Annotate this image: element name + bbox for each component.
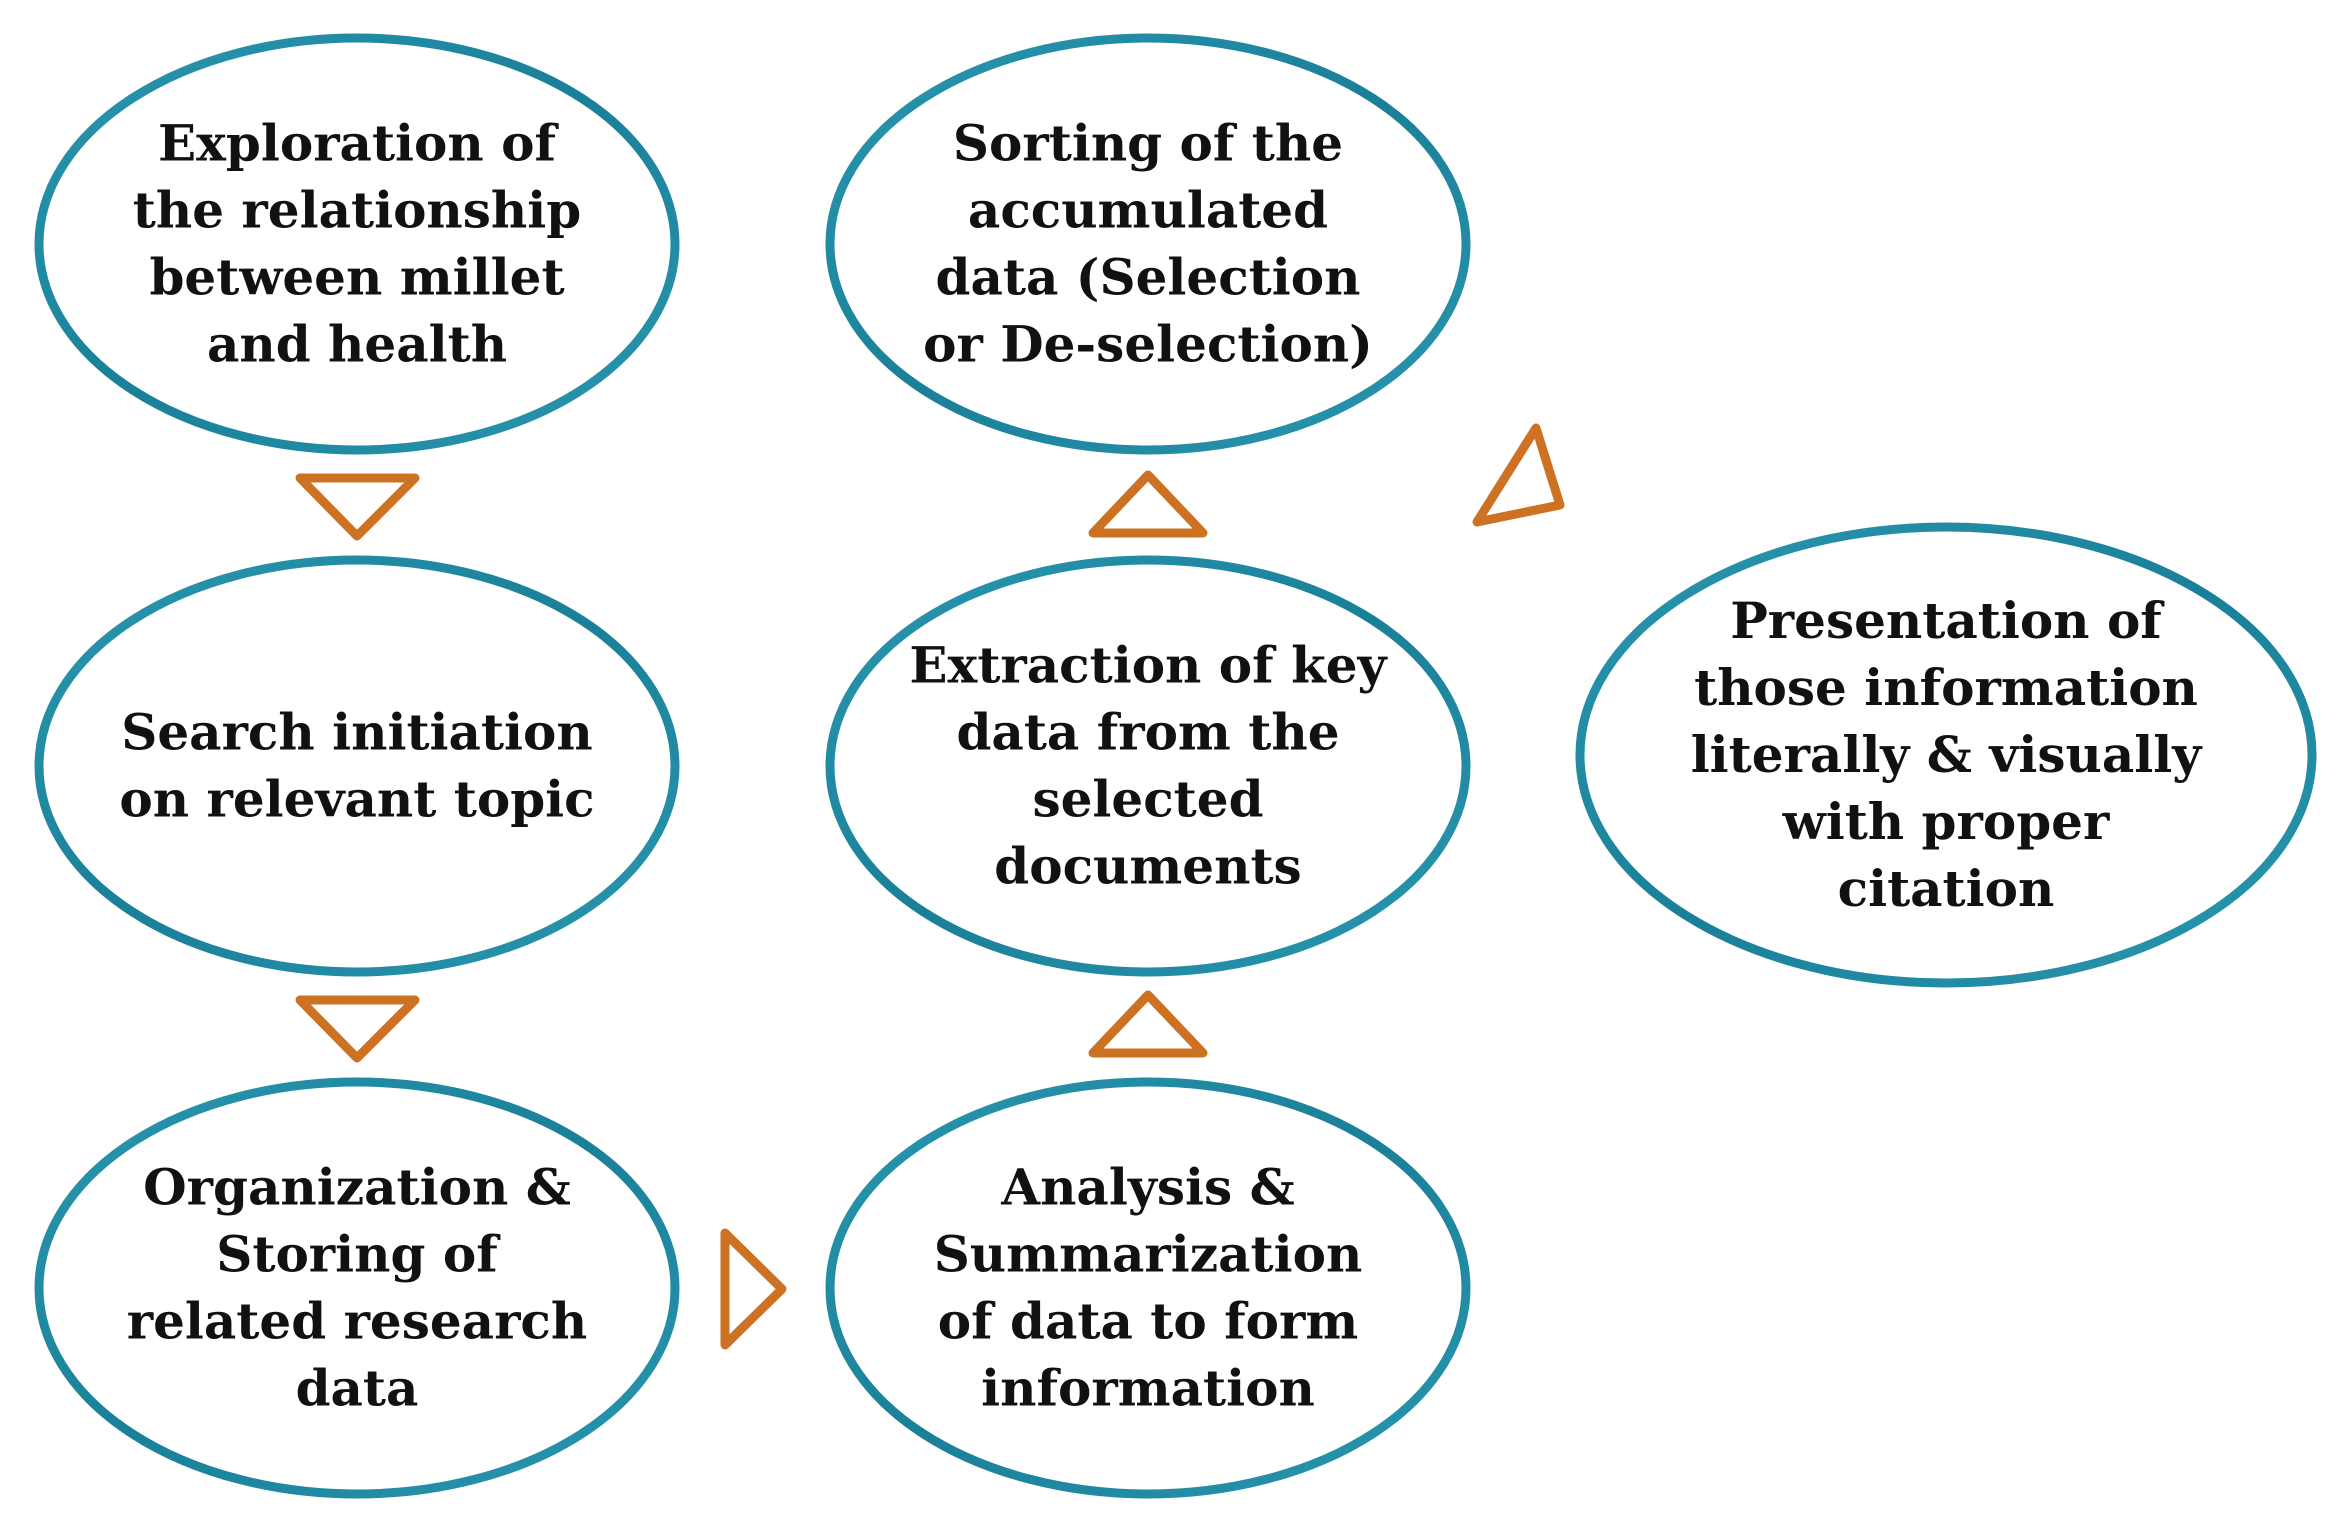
node-exploration: Exploration of the relationship between mi… bbox=[34, 33, 680, 455]
node-text-line: with proper bbox=[1782, 792, 2110, 851]
node-text-line: and health bbox=[207, 315, 507, 374]
node-presentation-ellipse bbox=[1575, 522, 2317, 988]
node-text-line: literally & visually bbox=[1691, 725, 2204, 784]
node-text-line: Storing of bbox=[216, 1225, 501, 1284]
node-text-line: those information bbox=[1694, 658, 2198, 717]
node-text-line: Search initiation bbox=[121, 703, 592, 762]
arrow-up-1 bbox=[1088, 990, 1208, 1058]
node-analysis-text: Analysis & Summarization of data to form in… bbox=[934, 1158, 1363, 1418]
node-presentation: Presentation of those information literall… bbox=[1575, 522, 2317, 988]
node-text-line: accumulated bbox=[968, 181, 1328, 240]
node-search-ellipse bbox=[34, 555, 680, 977]
node-sorting-text: Sorting of the accumulated data (Selection… bbox=[923, 114, 1373, 374]
arrow-up-2 bbox=[1088, 470, 1208, 538]
node-text-line: information bbox=[981, 1359, 1315, 1418]
arrow-right bbox=[720, 1228, 787, 1350]
node-exploration-text: Exploration of the relationship between mi… bbox=[133, 114, 581, 374]
node-text-line: between millet bbox=[149, 248, 564, 307]
node-text-line: Sorting of the bbox=[953, 114, 1343, 173]
node-text-line: Organization & bbox=[143, 1158, 571, 1217]
node-presentation-text: Presentation of those information literall… bbox=[1691, 591, 2204, 918]
node-text-line: Summarization bbox=[934, 1225, 1363, 1284]
node-text-line: citation bbox=[1838, 859, 2055, 918]
arrow-down-2 bbox=[295, 995, 420, 1063]
node-text-line: on relevant topic bbox=[119, 770, 594, 829]
node-text-line: data (Selection bbox=[936, 248, 1361, 307]
node-organization-ellipse bbox=[34, 1077, 680, 1499]
node-extraction-ellipse bbox=[825, 555, 1471, 977]
node-extraction: Extraction of key data from the selected do… bbox=[825, 555, 1471, 977]
node-text-line: documents bbox=[994, 837, 1301, 896]
node-text-line: data bbox=[296, 1359, 419, 1418]
node-sorting-ellipse bbox=[825, 33, 1471, 455]
node-search: Search initiation on relevant topic bbox=[34, 555, 680, 977]
node-text-line: selected bbox=[1032, 770, 1263, 829]
node-exploration-ellipse bbox=[34, 33, 680, 455]
node-analysis: Analysis & Summarization of data to form in… bbox=[825, 1077, 1471, 1499]
arrow-down-1 bbox=[295, 473, 420, 541]
node-text-line: of data to form bbox=[938, 1292, 1358, 1351]
node-analysis-ellipse bbox=[825, 1077, 1471, 1499]
node-text-line: Extraction of key bbox=[909, 636, 1388, 695]
node-organization-text: Organization & Storing of related research… bbox=[127, 1158, 587, 1418]
node-search-text: Search initiation on relevant topic bbox=[119, 703, 594, 829]
node-extraction-text: Extraction of key data from the selected do… bbox=[909, 636, 1388, 896]
node-text-line: Exploration of bbox=[158, 114, 560, 173]
node-text-line: related research bbox=[127, 1292, 587, 1351]
node-text-line: Presentation of bbox=[1730, 591, 2165, 650]
arrow-diagonal bbox=[1472, 423, 1565, 527]
node-text-line: data from the bbox=[956, 703, 1339, 762]
node-sorting: Sorting of the accumulated data (Selection… bbox=[825, 33, 1471, 455]
node-text-line: Analysis & bbox=[1000, 1158, 1294, 1217]
node-organization: Organization & Storing of related research… bbox=[34, 1077, 680, 1499]
node-text-line: or De-selection) bbox=[923, 315, 1373, 374]
node-text-line: the relationship bbox=[133, 181, 581, 240]
